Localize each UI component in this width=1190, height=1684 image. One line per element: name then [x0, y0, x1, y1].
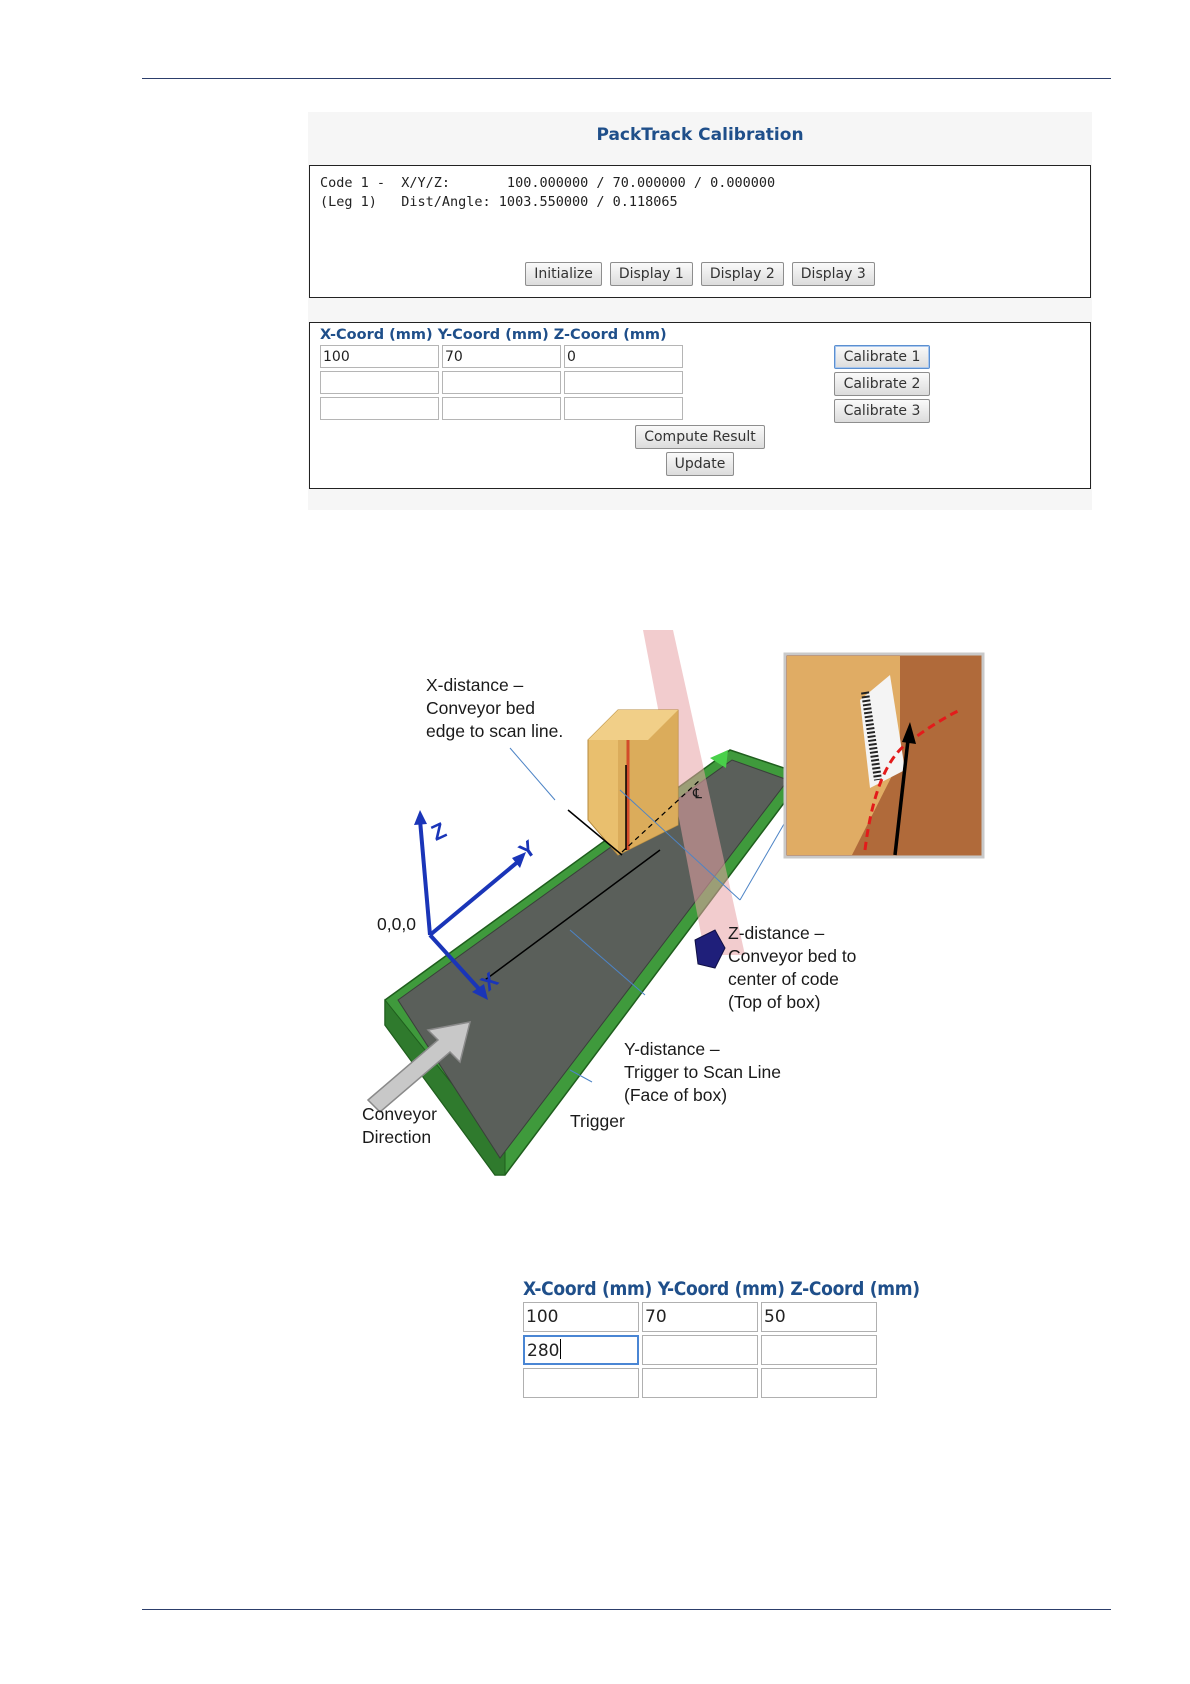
compute-row: Compute Result [310, 425, 1090, 449]
status-readout: Code 1 - X/Y/Z: 100.000000 / 70.000000 /… [320, 174, 775, 212]
coordinate-box: X-Coord (mm) Y-Coord (mm) Z-Coord (mm) 1… [309, 322, 1091, 489]
display-button-row: Initialize Display 1 Display 2 Display 3 [310, 262, 1090, 286]
text-cursor [560, 1339, 562, 1359]
display-3-button[interactable]: Display 3 [791, 262, 875, 286]
x-coord-input-3[interactable] [320, 397, 439, 420]
calibrate-1-button[interactable]: Calibrate 1 [834, 345, 930, 369]
centerline-symbol: ℄ [693, 785, 702, 801]
calibrate-button-column: Calibrate 1 Calibrate 2 Calibrate 3 [834, 345, 930, 423]
z-coord-input-3[interactable] [564, 397, 683, 420]
header-rule [142, 78, 1111, 79]
x-coord-input-3[interactable] [523, 1368, 639, 1398]
z-coord-input-2[interactable] [761, 1335, 877, 1365]
z-coord-input-1[interactable]: 0 [564, 345, 683, 368]
trigger-label: Trigger [570, 1111, 625, 1131]
initialize-button[interactable]: Initialize [525, 262, 602, 286]
calibrate-2-button[interactable]: Calibrate 2 [834, 372, 930, 396]
y-coord-input-3[interactable] [442, 397, 561, 420]
coordinate-entry-example: X-Coord (mm) Y-Coord (mm) Z-Coord (mm) 1… [523, 1278, 920, 1398]
display-1-button[interactable]: Display 1 [609, 262, 693, 286]
z-coord-input-3[interactable] [761, 1368, 877, 1398]
status-box: Code 1 - X/Y/Z: 100.000000 / 70.000000 /… [309, 165, 1091, 298]
y-coord-input-1[interactable]: 70 [642, 1302, 758, 1332]
update-button[interactable]: Update [665, 452, 735, 476]
z-distance-label: Z-distance – Conveyor bed to center of c… [728, 923, 857, 1012]
coordinate-grid: 100 70 0 [320, 345, 683, 420]
y-coord-input-2[interactable] [442, 371, 561, 394]
panel-title: PackTrack Calibration [596, 125, 804, 145]
display-2-button[interactable]: Display 2 [700, 262, 784, 286]
origin-label: 0,0,0 [377, 914, 416, 934]
footer-rule [142, 1609, 1111, 1610]
z-coord-input-1[interactable]: 50 [761, 1302, 877, 1332]
coord-headers: X-Coord (mm) Y-Coord (mm) Z-Coord (mm) [320, 327, 667, 343]
x-coord-header: X-Coord (mm) [523, 1278, 653, 1300]
x-coord-input-2-value: 280 [527, 1341, 560, 1361]
y-coord-input-1[interactable]: 70 [442, 345, 561, 368]
y-distance-label: Y-distance – Trigger to Scan Line (Face … [624, 1039, 781, 1105]
y-coord-input-3[interactable] [642, 1368, 758, 1398]
x-coord-input-1[interactable]: 100 [523, 1302, 639, 1332]
y-coord-header: Y-Coord (mm) [657, 1278, 785, 1300]
x-coord-input-2[interactable] [320, 371, 439, 394]
coordinate-grid-example: 100 70 50 280 [523, 1302, 920, 1398]
conveyor-diagram: X-distance – Conveyor bed edge to scan l… [360, 630, 1000, 1180]
z-coord-input-2[interactable] [564, 371, 683, 394]
x-coord-input-2[interactable]: 280 [523, 1335, 639, 1365]
conveyor-direction-label: Conveyor Direction [362, 1104, 437, 1147]
compute-result-button[interactable]: Compute Result [635, 425, 765, 449]
x-distance-label: X-distance – Conveyor bed edge to scan l… [426, 675, 564, 741]
calibrate-3-button[interactable]: Calibrate 3 [834, 399, 930, 423]
y-coord-header: Y-Coord (mm) [437, 327, 549, 343]
update-row: Update [310, 452, 1090, 476]
status-line-1: Code 1 - X/Y/Z: 100.000000 / 70.000000 /… [320, 175, 776, 191]
y-coord-input-2[interactable] [642, 1335, 758, 1365]
x-coord-header: X-Coord (mm) [320, 327, 433, 343]
coord-headers-example: X-Coord (mm) Y-Coord (mm) Z-Coord (mm) [523, 1278, 920, 1300]
calibration-panel: PackTrack Calibration Code 1 - X/Y/Z: 10… [308, 112, 1092, 510]
x-coord-input-1[interactable]: 100 [320, 345, 439, 368]
status-line-2: (Leg 1) Dist/Angle: 1003.550000 / 0.1180… [320, 194, 678, 210]
z-coord-header: Z-Coord (mm) [790, 1278, 920, 1300]
z-coord-header: Z-Coord (mm) [553, 327, 667, 343]
conveyor-illustration [366, 630, 985, 1176]
